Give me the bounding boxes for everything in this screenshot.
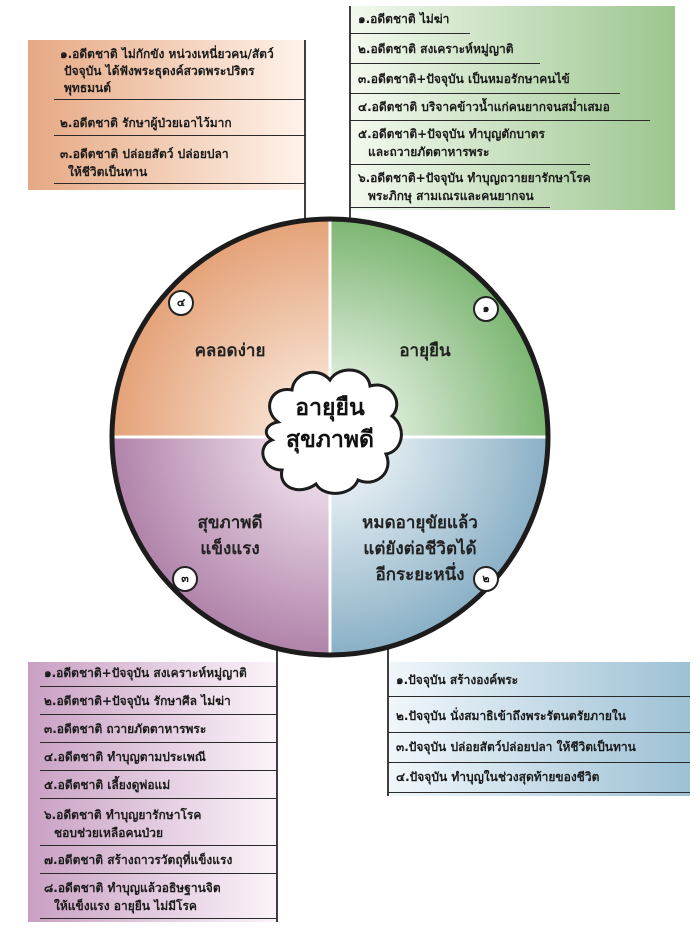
quadrant-number-2: ๒	[473, 566, 499, 592]
panel-bottomleft	[28, 662, 277, 922]
list-item: ๘.อดีตชาติ ทำบุญแล้วอธิษฐานจิต	[44, 881, 221, 895]
divider	[54, 135, 305, 136]
divider	[388, 792, 690, 793]
quadrant-topleft	[112, 219, 330, 437]
center-title-line1: อายุยืน	[295, 395, 365, 421]
quadrant-bottomleft	[112, 437, 330, 655]
list-item: ๗.อดีตชาติ สร้างถาวรวัตถุที่แข็งแรง	[44, 853, 233, 867]
divider	[40, 873, 277, 874]
list-item: ๑.อดีตชาติ ไม่กักขัง หน่วงเหนี่ยวคน/สัตว…	[60, 47, 274, 61]
divider	[40, 770, 277, 771]
list-item: ๒.ปัจจุบัน นั่งสมาธิเข้าถึงพระรัตนตรัยภา…	[396, 709, 626, 723]
divider	[40, 798, 277, 799]
list-item: ๓.อดีตชาติ ปล่อยสัตว์ ปล่อยปลา	[60, 147, 229, 161]
center-cloud	[261, 368, 403, 495]
list-item: ให้ชีวิตเป็นทาน	[68, 165, 148, 179]
list-item: ปัจจุบัน ได้ฟังพระธุดงค์สวดพระปริตร	[64, 64, 255, 78]
divider	[350, 207, 550, 208]
quadrant-number-1: ๑	[473, 296, 499, 322]
list-item: ๒.อดีตชาติ สงเคราะห์หมู่ญาติ	[358, 42, 514, 56]
divider	[350, 33, 470, 34]
quadrant-label-long-life: อายุยืน	[399, 341, 451, 361]
list-item: ๕.อดีตชาติ เลี้ยงดูพ่อแม่	[44, 778, 171, 792]
divider	[350, 93, 620, 94]
list-item: ๕.อดีตชาติ+ปัจจุบัน ทำบุญตักบาตร	[358, 127, 545, 141]
list-item: ๓.ปัจจุบัน ปล่อยสัตว์ปล่อยปลา ให้ชีวิตเป…	[396, 740, 636, 754]
divider	[40, 686, 277, 687]
main-circle	[109, 216, 551, 658]
panel-topright	[350, 6, 675, 210]
quadrant-label-healthy-text: สุขภาพดี แข็งแรง	[197, 513, 263, 559]
list-item: ๑.ปัจจุบัน สร้างองค์พระ	[396, 673, 519, 687]
quadrant-bottomright	[330, 437, 548, 655]
divider	[388, 696, 690, 697]
divider	[350, 164, 590, 165]
divider	[388, 732, 690, 733]
divider	[54, 183, 305, 184]
divider	[40, 714, 277, 715]
list-item: ๒.อดีตชาติ รักษาผู้ป่วยเอาไว้มาก	[60, 116, 232, 130]
quadrant-number-3: ๓	[172, 566, 198, 592]
panel-topleft	[28, 40, 305, 190]
list-item: ๓.อดีตชาติ ถวายภัตตาหารพระ	[44, 722, 207, 736]
center-title-line2: สุขภาพดี	[286, 427, 374, 453]
list-item: ๑.อดีตชาติ ไม่ฆ่า	[358, 12, 450, 26]
list-item: ๓.อดีตชาติ+ปัจจุบัน เป็นหมอรักษาคนไข้	[358, 72, 570, 86]
list-item: พุทธมนต์	[64, 81, 112, 95]
divider	[40, 845, 277, 846]
list-item: ๑.อดีตชาติ+ปัจจุบัน สงเคราะห์หมู่ญาติ	[44, 666, 247, 680]
divider	[40, 918, 277, 919]
list-item: ๔.อดีตชาติ บริจาคข้าวน้ำแก่คนยากจนสม่ำเส…	[358, 100, 610, 114]
list-item: ชอบช่วยเหลือคนป่วย	[54, 826, 164, 840]
list-item: ๒.อดีตชาติ+ปัจจุบัน รักษาศีล ไม่ฆ่า	[44, 694, 231, 708]
quadrant-number-4: ๔	[168, 290, 194, 316]
list-item: ๔.ปัจจุบัน ทำบุญในช่วงสุดท้ายของชีวิต	[396, 770, 600, 784]
divider	[350, 120, 650, 121]
quadrant-label-healthy: สุขภาพดี แข็งแรง	[180, 510, 280, 562]
list-item: พระภิกษุ สามเณรและคนยากจน	[368, 189, 534, 203]
quadrant-label-easy-birth: คลอดง่าย	[194, 341, 266, 361]
divider	[40, 742, 277, 743]
quadrant-topright	[330, 219, 548, 437]
list-item: ๔.อดีตชาติ ทำบุญตามประเพณี	[44, 750, 206, 764]
quadrant-label-extended-life: หมดอายุขัยแล้ว แต่ยังต่อชีวิตได้ อีกระยะ…	[340, 510, 500, 588]
divider	[54, 99, 305, 100]
list-item: ให้แข็งแรง อายุยืน ไม่มีโรค	[54, 899, 197, 913]
list-item: และถวายภัตตาหารพระ	[368, 145, 490, 159]
divider	[350, 63, 540, 64]
quadrant-label-extended-life-text: หมดอายุขัยแล้ว แต่ยังต่อชีวิตได้ อีกระยะ…	[362, 513, 478, 585]
list-item: ๖.อดีตชาติ ทำบุญยารักษาโรค	[44, 808, 202, 822]
list-item: ๖.อดีตชาติ+ปัจจุบัน ทำบุญถวายยารักษาโรค	[358, 171, 591, 185]
divider	[388, 762, 690, 763]
